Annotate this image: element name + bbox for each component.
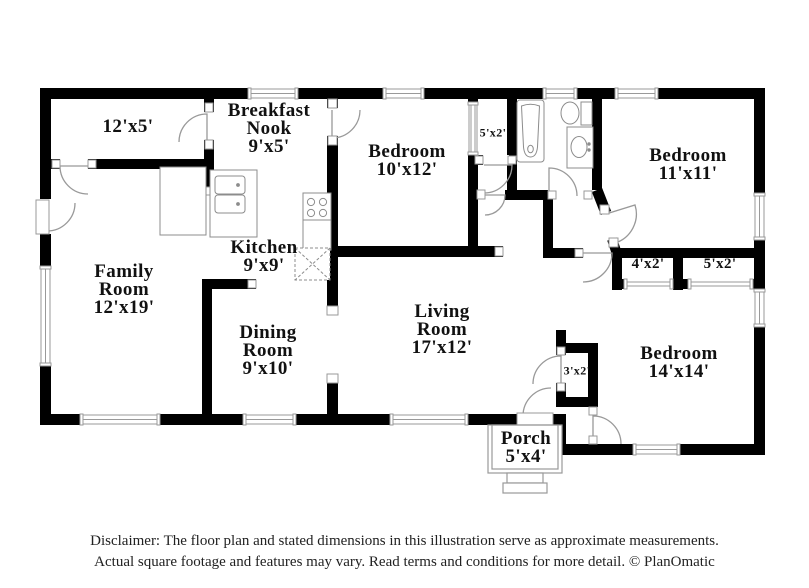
window-top-bed1 — [382, 87, 425, 100]
label-living-room: Living Room 17'x12' — [411, 300, 473, 359]
label-closet-4x2: 4'x2' — [631, 255, 665, 272]
label-closet-3x2: 3'x2' — [563, 363, 591, 378]
label-storage: 12'x5' — [102, 115, 154, 137]
window-top-nook — [247, 87, 299, 100]
door-closet-3x2 — [532, 355, 562, 385]
label-bedroom-2: Bedroom 11'x11' — [649, 144, 727, 184]
appliance-space — [294, 247, 331, 281]
label-porch: Porch 5'x4' — [500, 427, 552, 467]
door-hall-small — [484, 194, 506, 216]
door-jambs — [51, 98, 619, 445]
label-bedroom-3: Bedroom 14'x14' — [640, 342, 718, 382]
window-bottom-bed3 — [632, 443, 681, 456]
window-bottom-family2 — [242, 413, 297, 426]
door-side-entry — [46, 202, 76, 232]
door-front — [522, 387, 552, 417]
toilet-bowl — [560, 101, 580, 125]
slider-closet-5x2 — [687, 278, 754, 290]
sink-basin-1 — [214, 175, 246, 195]
window-right-bed3 — [753, 288, 766, 328]
slider-bed1-closet — [467, 101, 479, 156]
window-bottom-living — [389, 413, 469, 426]
porch-step-2 — [502, 482, 548, 494]
label-dining-room: Dining Room 9'x10' — [239, 321, 297, 380]
label-closet-hall: 5'x2' — [479, 125, 507, 140]
door-hall-closet — [483, 164, 513, 194]
toilet-tank — [580, 101, 593, 126]
porch-structure — [487, 424, 563, 494]
vanity — [566, 126, 594, 169]
sink-basin-2 — [214, 194, 246, 214]
door-bed3 — [592, 415, 622, 445]
window-right-bed2 — [753, 192, 766, 241]
door-bathroom — [548, 167, 578, 197]
window-left-family — [39, 265, 52, 367]
label-breakfast-nook: Breakfast Nook 9'x5' — [227, 99, 311, 158]
label-bedroom-1: Bedroom 10'x12' — [368, 140, 446, 180]
porch-step-1 — [506, 472, 544, 484]
bathroom-fixtures — [516, 99, 594, 169]
slider-closet-4x2 — [623, 278, 674, 290]
disclaimer-line-1: Disclaimer: The floor plan and stated di… — [90, 533, 719, 549]
kitchen-peninsula — [159, 166, 207, 236]
disclaimer-line-2: Actual square footage and features may v… — [94, 554, 715, 570]
vanity-sink — [570, 136, 588, 158]
kitchen-fixtures — [159, 166, 332, 281]
door-storage-east — [178, 113, 208, 143]
door-storage-south — [59, 165, 89, 195]
entry-elements — [35, 199, 554, 427]
label-family-room: Family Room 12'x19' — [93, 260, 155, 319]
side-door-panel — [35, 199, 50, 235]
window-bottom-family1 — [79, 413, 161, 426]
label-closet-5x2: 5'x2' — [703, 255, 737, 272]
windows — [39, 87, 766, 456]
door-hall-south — [582, 252, 613, 283]
window-top-bed2 — [614, 87, 659, 100]
label-kitchen: Kitchen 9'x9' — [230, 236, 298, 276]
window-top-bath — [542, 87, 578, 100]
front-door-threshold — [516, 412, 554, 427]
door-bed2 — [605, 204, 638, 244]
